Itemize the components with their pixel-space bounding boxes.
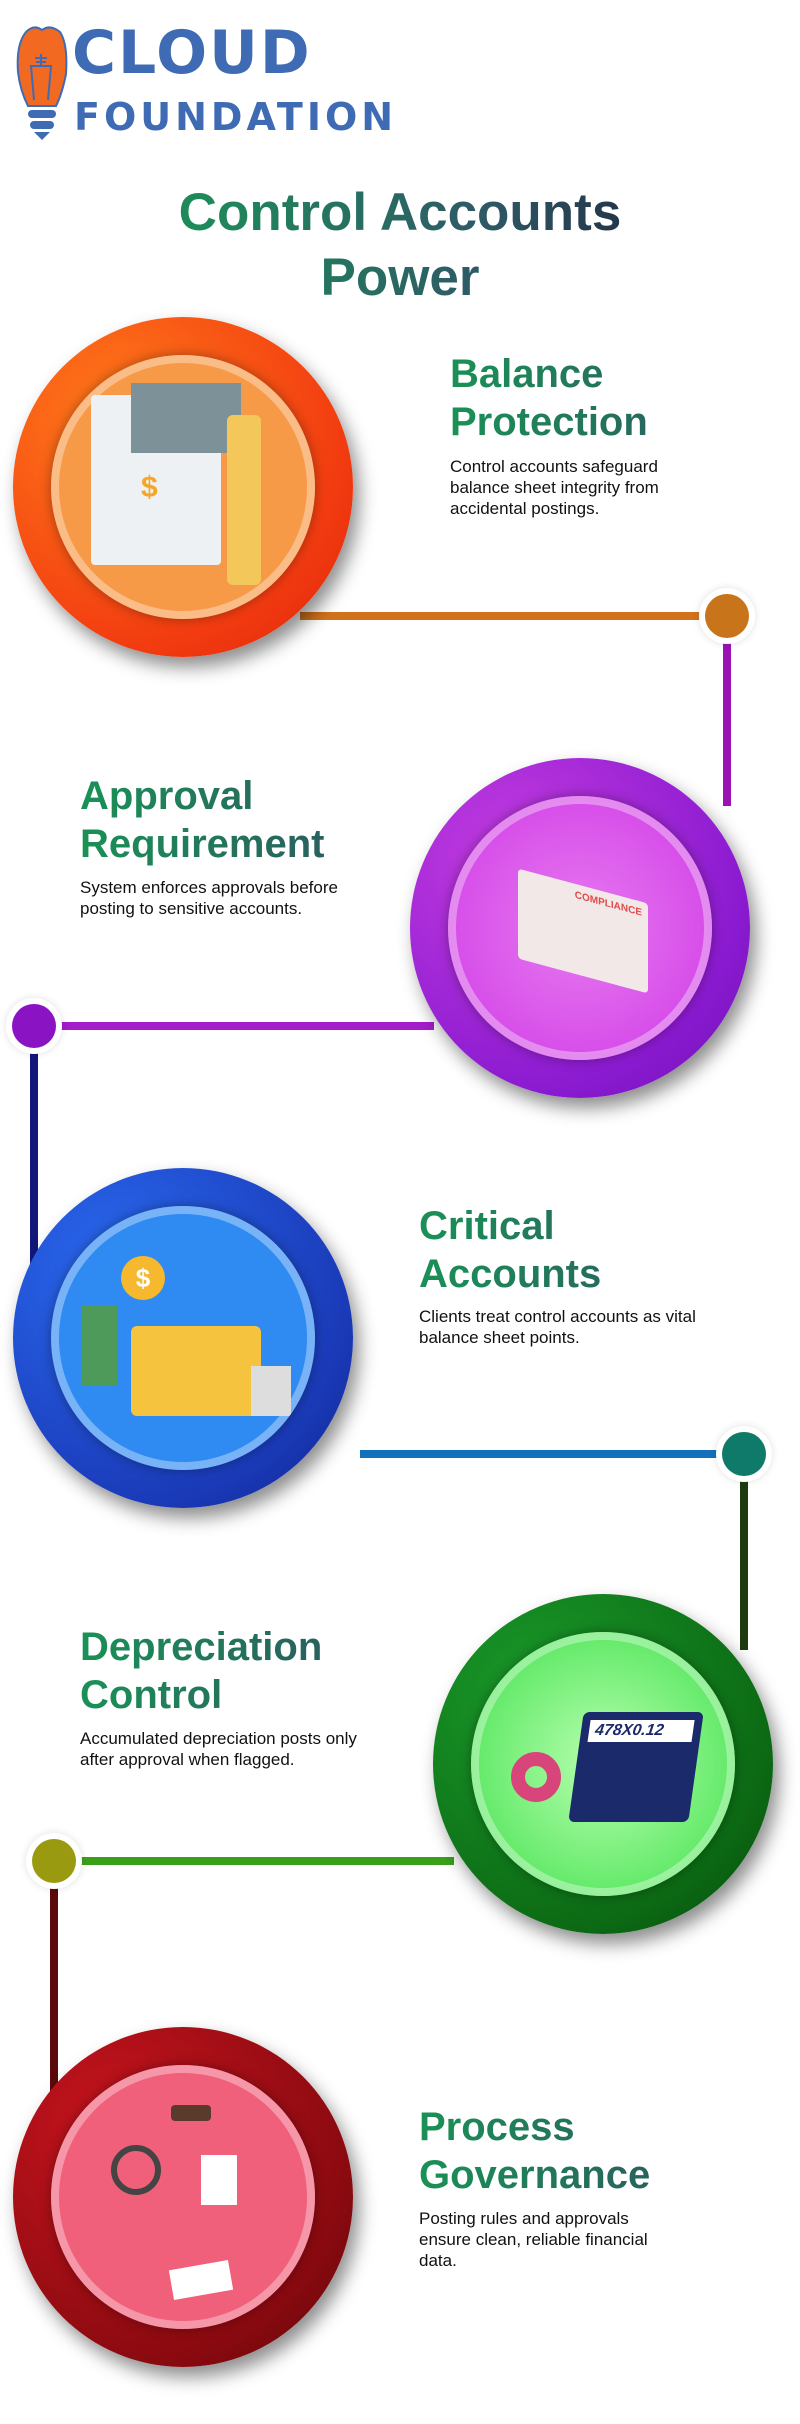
- page-title-line2: Power: [320, 248, 480, 307]
- timeline-dot: [32, 1839, 76, 1883]
- section-title-line2: Governance: [419, 2153, 651, 2197]
- logo-cloud-text: CLOUD: [72, 18, 312, 88]
- magnifier-icon: [111, 2145, 161, 2195]
- page-title-line1: Control Accounts: [178, 183, 622, 242]
- compliance-label: COMPLIANCE: [574, 889, 642, 919]
- report-card-icon: [131, 383, 241, 453]
- depreciation-control-illustration: 478X0.12: [433, 1594, 773, 1934]
- section-title-line2: Accounts: [419, 1252, 602, 1296]
- connector-line: [300, 612, 727, 620]
- calculator-icon: [251, 1366, 291, 1416]
- timeline-dot: [705, 594, 749, 638]
- binders-icon: [81, 1306, 117, 1386]
- connector-line: [34, 1022, 434, 1030]
- connector-line: [723, 616, 731, 806]
- donut-chart-icon: [511, 1752, 561, 1802]
- section-title-line2: Control: [80, 1673, 223, 1717]
- section-body: Accumulated depreciation posts only afte…: [80, 1729, 357, 1769]
- checklist-icon: [201, 2155, 237, 2205]
- calculator-icon: 478X0.12: [568, 1712, 704, 1822]
- section-title-line2: Requirement: [80, 822, 325, 866]
- section-body: Control accounts safeguard balance sheet…: [450, 457, 659, 518]
- connector-line: [740, 1454, 748, 1650]
- section-title-line1: Process: [419, 2105, 575, 2149]
- calculator-display: 478X0.12: [587, 1720, 695, 1742]
- balance-protection-illustration: $: [13, 317, 353, 657]
- section-title: Critical Accounts: [419, 1202, 759, 1298]
- section-title: Depreciation Control: [80, 1623, 420, 1719]
- section-title: Process Governance: [419, 2103, 759, 2199]
- section-title-line1: Approval: [80, 774, 254, 818]
- timeline-dot: [12, 1004, 56, 1048]
- timeline-dot: [722, 1432, 766, 1476]
- section-title-line1: Balance: [450, 352, 604, 396]
- connector-line: [360, 1450, 744, 1458]
- section-title-line1: Critical: [419, 1204, 555, 1248]
- folder-icon: [131, 1326, 261, 1416]
- coin-dollar-icon: $: [121, 1256, 165, 1300]
- section-title: Approval Requirement: [80, 772, 420, 868]
- binder-icon: [227, 415, 261, 585]
- section-title-line1: Depreciation: [80, 1625, 323, 1669]
- process-governance-illustration: [13, 2027, 353, 2367]
- logo-foundation-text: FOUNDATION: [74, 95, 398, 139]
- connector-line: [54, 1857, 454, 1865]
- critical-accounts-illustration: $: [13, 1168, 353, 1508]
- page-title: Control Accounts Power: [0, 180, 800, 310]
- section-body: System enforces approvals before posting…: [80, 878, 338, 918]
- document-icon: [168, 2260, 234, 2300]
- approval-requirement-illustration: COMPLIANCE: [410, 758, 750, 1098]
- section-body: Posting rules and approvals ensure clean…: [419, 2209, 648, 2270]
- gavel-icon: [171, 2105, 211, 2121]
- connector-line: [50, 1861, 58, 2107]
- section-title-line2: Protection: [450, 400, 648, 444]
- dollar-icon: $: [141, 471, 158, 504]
- section-title: Balance Protection: [450, 350, 790, 446]
- section-body: Clients treat control accounts as vital …: [419, 1307, 696, 1347]
- compliance-checklist-icon: COMPLIANCE: [518, 868, 648, 994]
- lightbulb-logo-icon: [16, 26, 68, 140]
- connector-line: [30, 1026, 38, 1288]
